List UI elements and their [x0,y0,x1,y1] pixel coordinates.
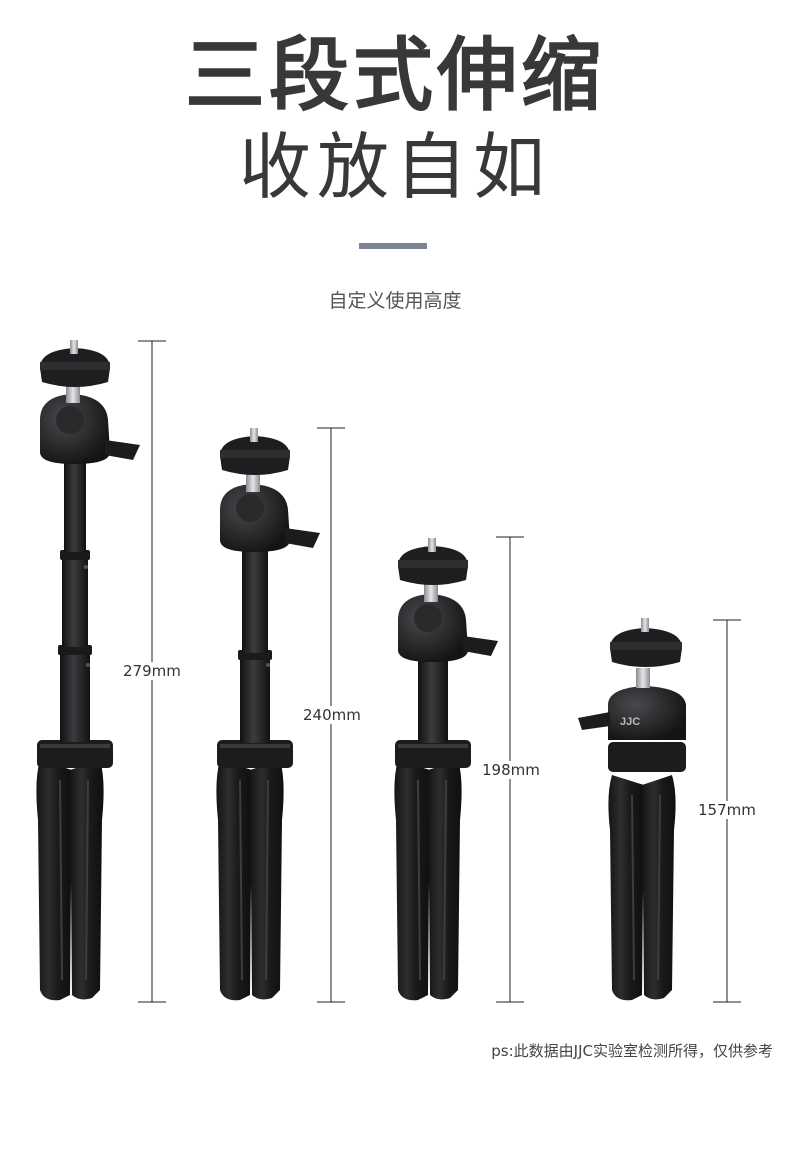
subtitle: 自定义使用高度 [328,290,462,312]
accent-divider [359,243,427,249]
height-label-279: 279mm [122,662,182,680]
tripod-240mm [216,428,320,1001]
footnote: ps:此数据由JJC实验室检测所得，仅供参考 [491,1042,773,1060]
height-label-198: 198mm [481,761,541,779]
brand-mark: JJC [620,716,640,728]
headline: 三段式伸缩 [185,29,605,122]
tripod-279mm [36,340,140,1001]
tripod-157mm: JJC [578,618,686,1001]
tripod-198mm [394,538,498,1001]
height-label-157: 157mm [697,801,757,819]
sub-headline: 收放自如 [238,125,551,209]
height-label-240: 240mm [302,706,362,724]
